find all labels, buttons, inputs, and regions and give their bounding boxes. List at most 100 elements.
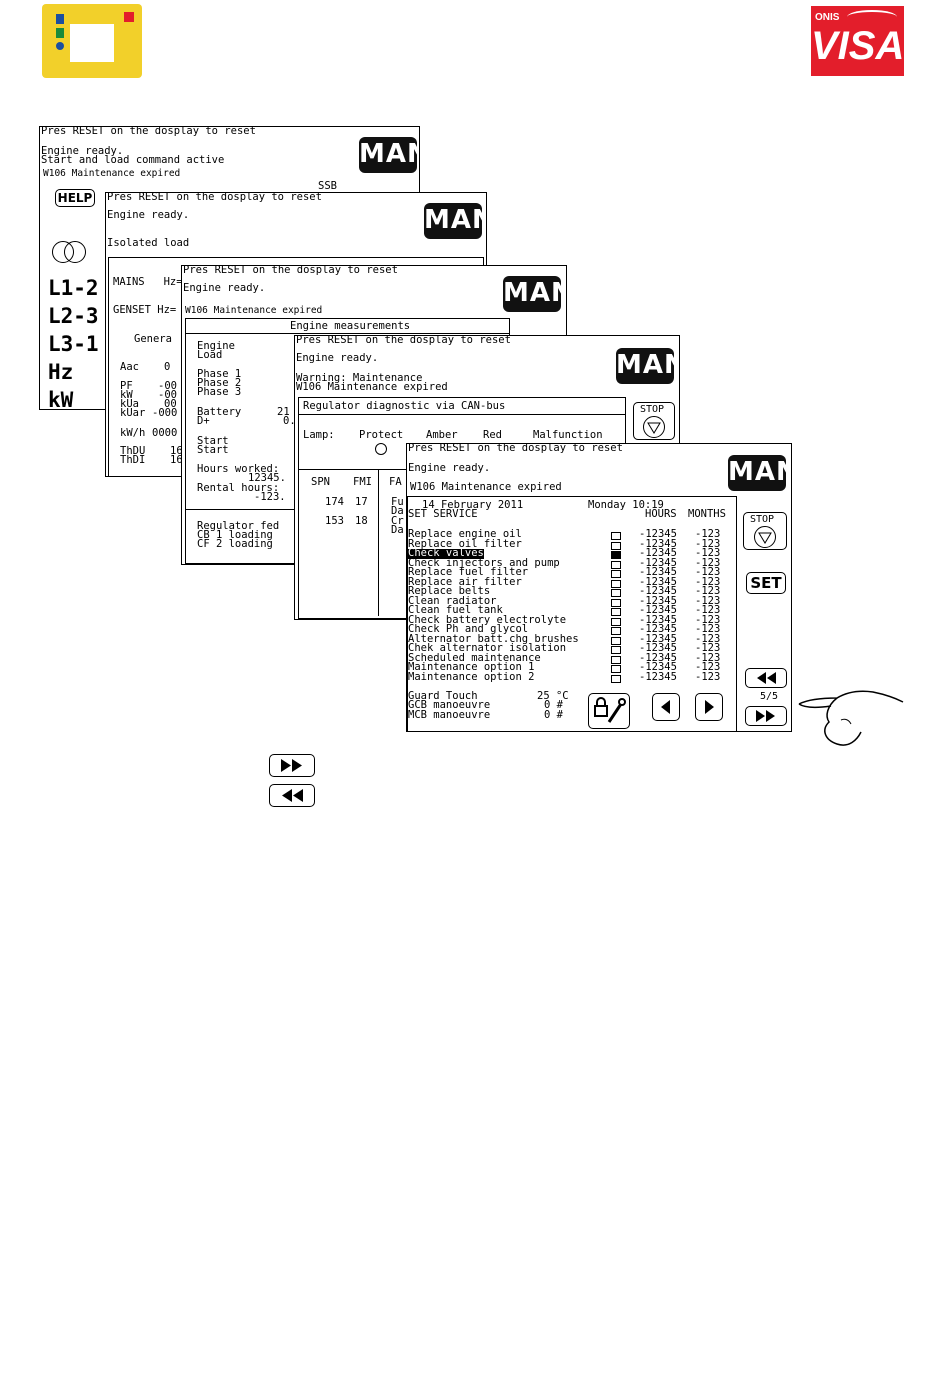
service-item[interactable]: Alternator batt.chg brushes bbox=[408, 632, 579, 645]
logo-mark-icon bbox=[124, 12, 134, 22]
man-mode-button[interactable]: MAN bbox=[424, 203, 486, 239]
col-months: MONTHS bbox=[688, 508, 726, 520]
col-fa: FA bbox=[389, 476, 402, 488]
man-mode-button[interactable]: MAN bbox=[359, 137, 419, 173]
checkbox[interactable] bbox=[611, 579, 621, 588]
hours-value: -12345 bbox=[639, 547, 677, 559]
checkbox[interactable] bbox=[611, 608, 621, 616]
man-mode-button[interactable]: MAN bbox=[616, 348, 679, 384]
stop-icon bbox=[643, 416, 665, 438]
warning-message: W106 Maintenance expired bbox=[185, 305, 323, 316]
checkbox[interactable] bbox=[611, 636, 621, 645]
fa-2: Da bbox=[391, 505, 404, 517]
set-button[interactable]: SET bbox=[746, 572, 786, 594]
rewind-icon bbox=[282, 789, 303, 802]
label-thdi: ThDI bbox=[120, 454, 146, 466]
months-value: -123 bbox=[695, 661, 721, 673]
label-load: Load bbox=[197, 349, 223, 361]
fast-forward-icon bbox=[281, 759, 302, 772]
engine-status: Engine ready. bbox=[408, 462, 491, 474]
checkbox[interactable] bbox=[611, 655, 621, 664]
lamp-protect: Protect bbox=[359, 429, 404, 441]
legend-back-button bbox=[269, 784, 315, 807]
fa-1: Fu bbox=[391, 496, 404, 508]
label-start2: Start bbox=[197, 444, 229, 456]
months-value: -123 bbox=[695, 547, 721, 559]
page-forward-button[interactable] bbox=[745, 706, 787, 726]
label-kuar: kUar bbox=[120, 407, 146, 419]
hours-value: -12345 bbox=[639, 556, 677, 569]
service-item[interactable]: Check battery electrolyte bbox=[408, 613, 567, 626]
service-item[interactable]: Replace fuel filter bbox=[408, 566, 529, 578]
service-item[interactable]: Replace engine oil bbox=[408, 528, 522, 540]
checkbox[interactable] bbox=[611, 646, 621, 654]
day-time: Monday 10:19 bbox=[588, 499, 664, 511]
value-row-kw: kW bbox=[48, 388, 74, 410]
service-item[interactable]: Check injectors and pump bbox=[408, 556, 560, 569]
warning-message: W106 Maintenance expired bbox=[43, 168, 181, 179]
months-value: -123 bbox=[695, 537, 721, 550]
hours-value: -12345 bbox=[639, 642, 677, 654]
checkbox[interactable] bbox=[611, 532, 621, 540]
months-value: -123 bbox=[695, 642, 721, 654]
checkbox-column bbox=[611, 532, 623, 688]
hours-value: -12345 bbox=[639, 594, 677, 607]
onis-visa-logo: ONIS VISA bbox=[811, 6, 904, 76]
page-back-button[interactable] bbox=[745, 668, 787, 688]
service-item[interactable]: Replace oil filter bbox=[408, 537, 522, 550]
checkbox[interactable] bbox=[611, 665, 621, 673]
service-item[interactable]: Replace air filter bbox=[408, 575, 522, 588]
reset-message: Pres RESET on the dosplay to reset bbox=[296, 335, 511, 346]
service-item[interactable]: Replace belts bbox=[408, 585, 491, 597]
man-mode-button[interactable]: MAN bbox=[728, 455, 791, 491]
load-status: Isolated load bbox=[107, 237, 190, 249]
label-phase1: Phase 1 bbox=[197, 368, 242, 380]
value-battery: 21 bbox=[277, 406, 290, 418]
checkbox[interactable] bbox=[611, 541, 621, 550]
service-item[interactable]: Check Ph and glycol bbox=[408, 623, 529, 635]
months-value: -123 bbox=[695, 604, 721, 616]
service-item[interactable]: Clean radiator bbox=[408, 594, 497, 607]
hours-value: -12345 bbox=[639, 575, 677, 588]
checkbox[interactable] bbox=[611, 598, 621, 607]
hours-value: -12345 bbox=[639, 604, 677, 616]
stop-label: STOP bbox=[750, 514, 775, 525]
service-item[interactable]: Clean fuel tank bbox=[408, 604, 503, 616]
tools-button[interactable] bbox=[588, 693, 630, 729]
genset-hz: GENSET Hz= bbox=[113, 304, 177, 316]
service-item[interactable]: Chek alternator isolation bbox=[408, 642, 567, 654]
legend-forward-button bbox=[269, 754, 315, 777]
service-item-selected[interactable]: Check valves bbox=[408, 547, 484, 559]
checkbox[interactable] bbox=[611, 570, 621, 578]
logo-wave-icon bbox=[847, 10, 897, 24]
regulator-fed: Regulator fed bbox=[197, 520, 280, 532]
hours-value: -12345 bbox=[639, 613, 677, 626]
col-fmi: FMI bbox=[353, 476, 372, 488]
stop-button[interactable]: STOP bbox=[633, 402, 675, 440]
months-value: -123 bbox=[695, 632, 721, 645]
set-service-title: SET SERVICE bbox=[408, 508, 478, 520]
divider bbox=[298, 414, 625, 415]
months-value: -123 bbox=[695, 585, 721, 597]
checkbox[interactable] bbox=[611, 589, 621, 597]
next-button[interactable] bbox=[695, 693, 723, 721]
prev-button[interactable] bbox=[652, 693, 680, 721]
value-dplus: 0. bbox=[283, 415, 296, 427]
checkbox[interactable] bbox=[611, 617, 621, 626]
checkbox-checked[interactable] bbox=[611, 551, 621, 559]
fmi-1: 17 bbox=[355, 496, 368, 508]
logo-onis: ONIS bbox=[815, 12, 840, 23]
checkbox[interactable] bbox=[611, 674, 621, 683]
months-value: -123 bbox=[695, 623, 721, 635]
service-item[interactable]: Maintenance option 2 bbox=[408, 670, 535, 683]
months-value: -123 bbox=[695, 575, 721, 588]
checkbox[interactable] bbox=[611, 560, 621, 569]
value-thdi: 16 bbox=[170, 454, 183, 466]
stop-button[interactable]: STOP bbox=[743, 512, 787, 550]
help-button[interactable]: HELP bbox=[55, 189, 95, 207]
checkbox[interactable] bbox=[611, 627, 621, 635]
service-item[interactable]: Maintenance option 1 bbox=[408, 661, 535, 673]
value-kw: -00 bbox=[158, 389, 177, 401]
man-mode-button[interactable]: MAN bbox=[503, 276, 566, 312]
service-item[interactable]: Scheduled maintenance bbox=[408, 651, 541, 664]
